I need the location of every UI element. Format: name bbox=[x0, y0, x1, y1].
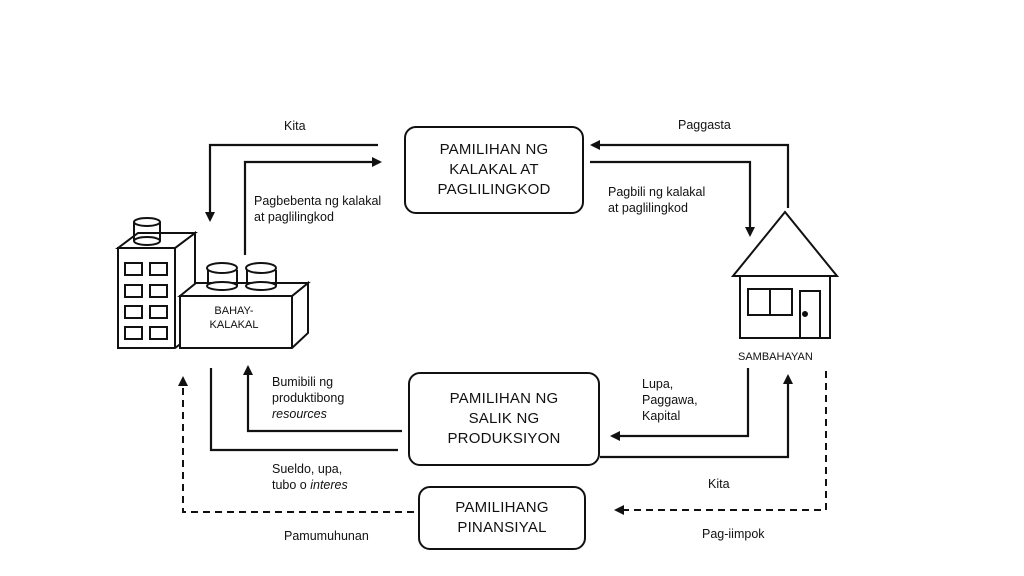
sueldo-line1: Sueldo, upa, bbox=[272, 462, 343, 476]
arrow-pamumuhunan bbox=[178, 376, 414, 513]
arrow-sueldo bbox=[209, 368, 398, 452]
factor-market-line3: PRODUKSIYON bbox=[447, 430, 561, 447]
pagbili-label: Pagbili ng kalakal at paglilingkod bbox=[608, 184, 705, 216]
firm-label-line2: KALAKAL bbox=[209, 319, 259, 331]
kita-top-label: Kita bbox=[284, 119, 306, 133]
arrow-kita-bottom bbox=[600, 374, 793, 459]
sueldo-line2: tubo o bbox=[272, 478, 311, 492]
factory-icon bbox=[115, 217, 311, 349]
arrow-pagbili bbox=[590, 160, 755, 237]
bumibili-line2: produktibong bbox=[272, 391, 345, 405]
lupa-line1: Lupa, bbox=[642, 377, 674, 391]
bumibili-line1: Bumibili ng bbox=[272, 375, 334, 389]
kita-bottom-label: Kita bbox=[708, 477, 730, 491]
factor-market-box: PAMILIHAN NG SALIK NG PRODUKSIYON bbox=[408, 372, 600, 466]
pagbili-line2: at paglilingkod bbox=[608, 201, 688, 215]
pagbebenta-line1: Pagbebenta ng kalakal bbox=[254, 194, 382, 208]
pamumuhunan-label: Pamumuhunan bbox=[284, 529, 369, 543]
sueldo-line2-italic: interes bbox=[310, 478, 348, 492]
house-icon bbox=[730, 210, 840, 339]
goods-market-line2: KALAKAL AT bbox=[449, 161, 539, 178]
arrow-kita-top bbox=[205, 143, 378, 222]
goods-market-line3: PAGLILINGKOD bbox=[437, 181, 551, 198]
factor-market-line1: PAMILIHAN NG bbox=[449, 390, 559, 407]
lupa-line3: Kapital bbox=[642, 409, 681, 423]
financial-market-box: PAMILIHANG PINANSIYAL bbox=[418, 486, 586, 550]
pagbili-line1: Pagbili ng kalakal bbox=[608, 185, 706, 199]
bumibili-line3: resources bbox=[272, 407, 327, 421]
firm-label-line1: BAHAY- bbox=[214, 305, 254, 317]
arrow-paggasta bbox=[590, 140, 790, 208]
lupa-label: Lupa, Paggawa, Kapital bbox=[642, 376, 698, 424]
paggasta-label: Paggasta bbox=[678, 118, 731, 132]
arrow-pagbebenta bbox=[243, 157, 382, 255]
bumibili-label: Bumibili ng produktibong resources bbox=[272, 374, 344, 422]
pagbebenta-line2: at paglilingkod bbox=[254, 210, 334, 224]
arrow-bumibili bbox=[243, 365, 402, 433]
lupa-line2: Paggawa, bbox=[642, 393, 698, 407]
financial-market-line2: PINANSIYAL bbox=[457, 519, 547, 536]
sueldo-label: Sueldo, upa, tubo o interes bbox=[272, 461, 348, 493]
financial-market-line1: PAMILIHANG bbox=[455, 499, 549, 516]
firm-label: BAHAY- KALAKAL bbox=[206, 304, 262, 332]
pagbebenta-label: Pagbebenta ng kalakal at paglilingkod bbox=[254, 193, 381, 225]
goods-market-line1: PAMILIHAN NG bbox=[439, 141, 549, 158]
pagiimpok-label: Pag-iimpok bbox=[702, 527, 765, 541]
household-label: SAMBAHAYAN bbox=[738, 351, 813, 363]
arrow-lupa bbox=[610, 368, 750, 441]
factor-market-line2: SALIK NG bbox=[468, 410, 540, 427]
arrow-pagiimpok bbox=[614, 371, 827, 515]
goods-market-box: PAMILIHAN NG KALAKAL AT PAGLILINGKOD bbox=[404, 126, 584, 214]
